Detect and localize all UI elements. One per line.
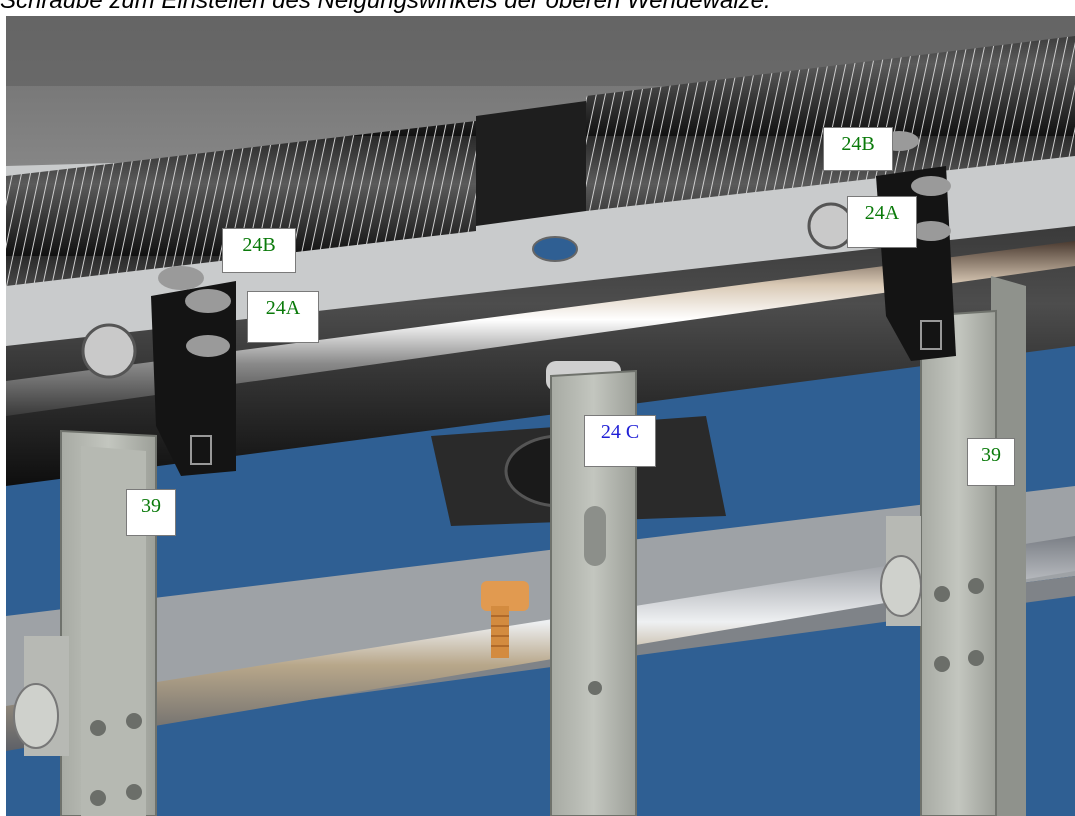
label-24b-left: 24B bbox=[222, 228, 296, 273]
label-24a-right: 24A bbox=[847, 196, 917, 248]
label-39-left: 39 bbox=[126, 489, 176, 536]
label-39-right: 39 bbox=[967, 438, 1015, 486]
label-24c: 24 C bbox=[584, 415, 656, 467]
label-24a-left: 24A bbox=[247, 291, 319, 343]
machine-render bbox=[6, 16, 1075, 816]
figure-caption: Schraube zum Einstellen des Neigungswink… bbox=[0, 0, 771, 14]
label-24b-right: 24B bbox=[823, 127, 893, 171]
